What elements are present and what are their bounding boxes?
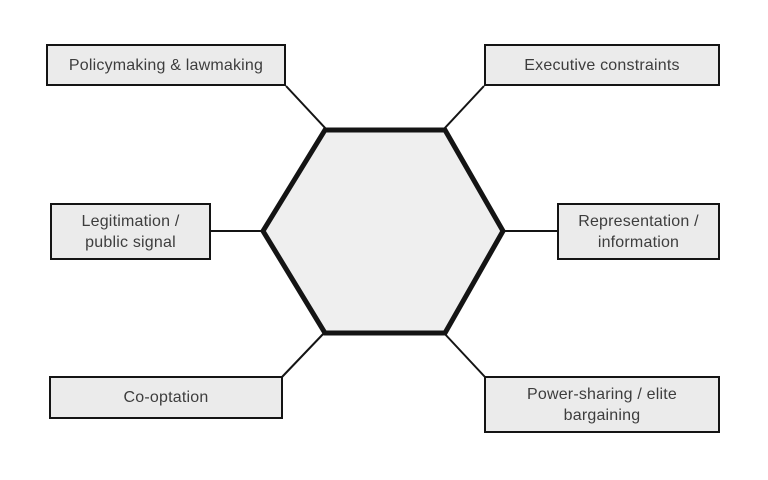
node-legitimation-public-signal: Legitimation / public signal: [50, 203, 211, 260]
node-label-executive-constraints: Executive constraints: [524, 56, 680, 74]
node-policymaking-lawmaking: Policymaking & lawmaking: [46, 44, 286, 86]
connector-bottom-right: [442, 331, 486, 378]
node-power-sharing-elite-bargaining: Power-sharing / elite bargaining: [484, 376, 720, 433]
center-hexagon: [260, 127, 506, 336]
node-representation-information: Representation / information: [557, 203, 720, 260]
node-label-legitimation-public-signal: Legitimation / public signal: [81, 212, 180, 251]
node-label-power-sharing-elite-bargaining: Power-sharing / elite bargaining: [526, 385, 678, 424]
node-label-policymaking-lawmaking: Policymaking & lawmaking: [68, 56, 264, 74]
connector-top-right: [442, 85, 485, 131]
node-label-co-optation: Co-optation: [123, 389, 209, 406]
node-label-representation-information: Representation / information: [578, 212, 699, 251]
node-executive-constraints: Executive constraints: [484, 44, 720, 86]
connector-top-left: [285, 85, 328, 131]
connector-bottom-left: [281, 331, 326, 378]
node-co-optation: Co-optation: [49, 376, 283, 419]
